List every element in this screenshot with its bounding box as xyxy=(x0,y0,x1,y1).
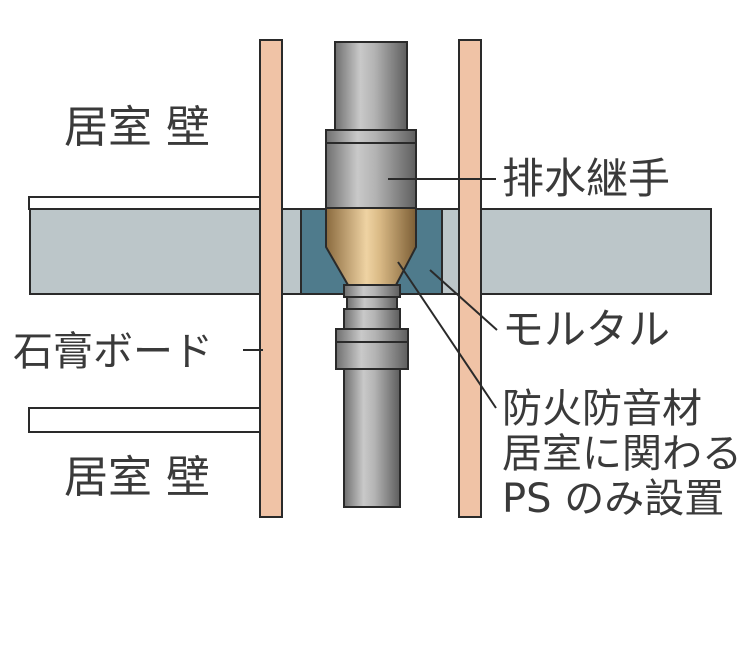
concrete-slab-left xyxy=(29,208,303,295)
lower-pipe-link xyxy=(343,308,401,330)
leader-mortar xyxy=(429,269,498,331)
label-fire-material-line1: 防火防音材 xyxy=(502,386,702,432)
gypsum-board-right xyxy=(458,39,482,518)
upper-pipe xyxy=(334,41,408,136)
label-drain-joint: 排水継手 xyxy=(502,154,670,203)
lower-pipe-collar-1 xyxy=(343,284,401,298)
gypsum-board-left xyxy=(259,39,283,518)
floor-edge-upper xyxy=(28,196,263,210)
leader-fire-material xyxy=(397,261,497,409)
label-fire-material-line2: 居室に関わる xyxy=(502,431,742,477)
drain-joint-body xyxy=(325,142,417,209)
lower-pipe-neck xyxy=(346,296,398,310)
label-room-wall-upper: 居室 壁 xyxy=(64,102,210,153)
label-fire-material-line3: PS のみ設置 xyxy=(502,476,724,522)
floor-edge-lower xyxy=(28,407,263,433)
concrete-slab-right xyxy=(440,208,712,295)
label-mortar: モルタル xyxy=(502,305,670,354)
label-gypsum-board: 石膏ボード xyxy=(13,329,213,375)
lower-pipe xyxy=(343,368,401,508)
label-room-wall-lower: 居室 壁 xyxy=(64,452,210,503)
lower-pipe-collar-2 xyxy=(335,328,409,343)
lower-pipe-socket xyxy=(335,341,409,370)
drain-joint-ring xyxy=(325,129,417,144)
